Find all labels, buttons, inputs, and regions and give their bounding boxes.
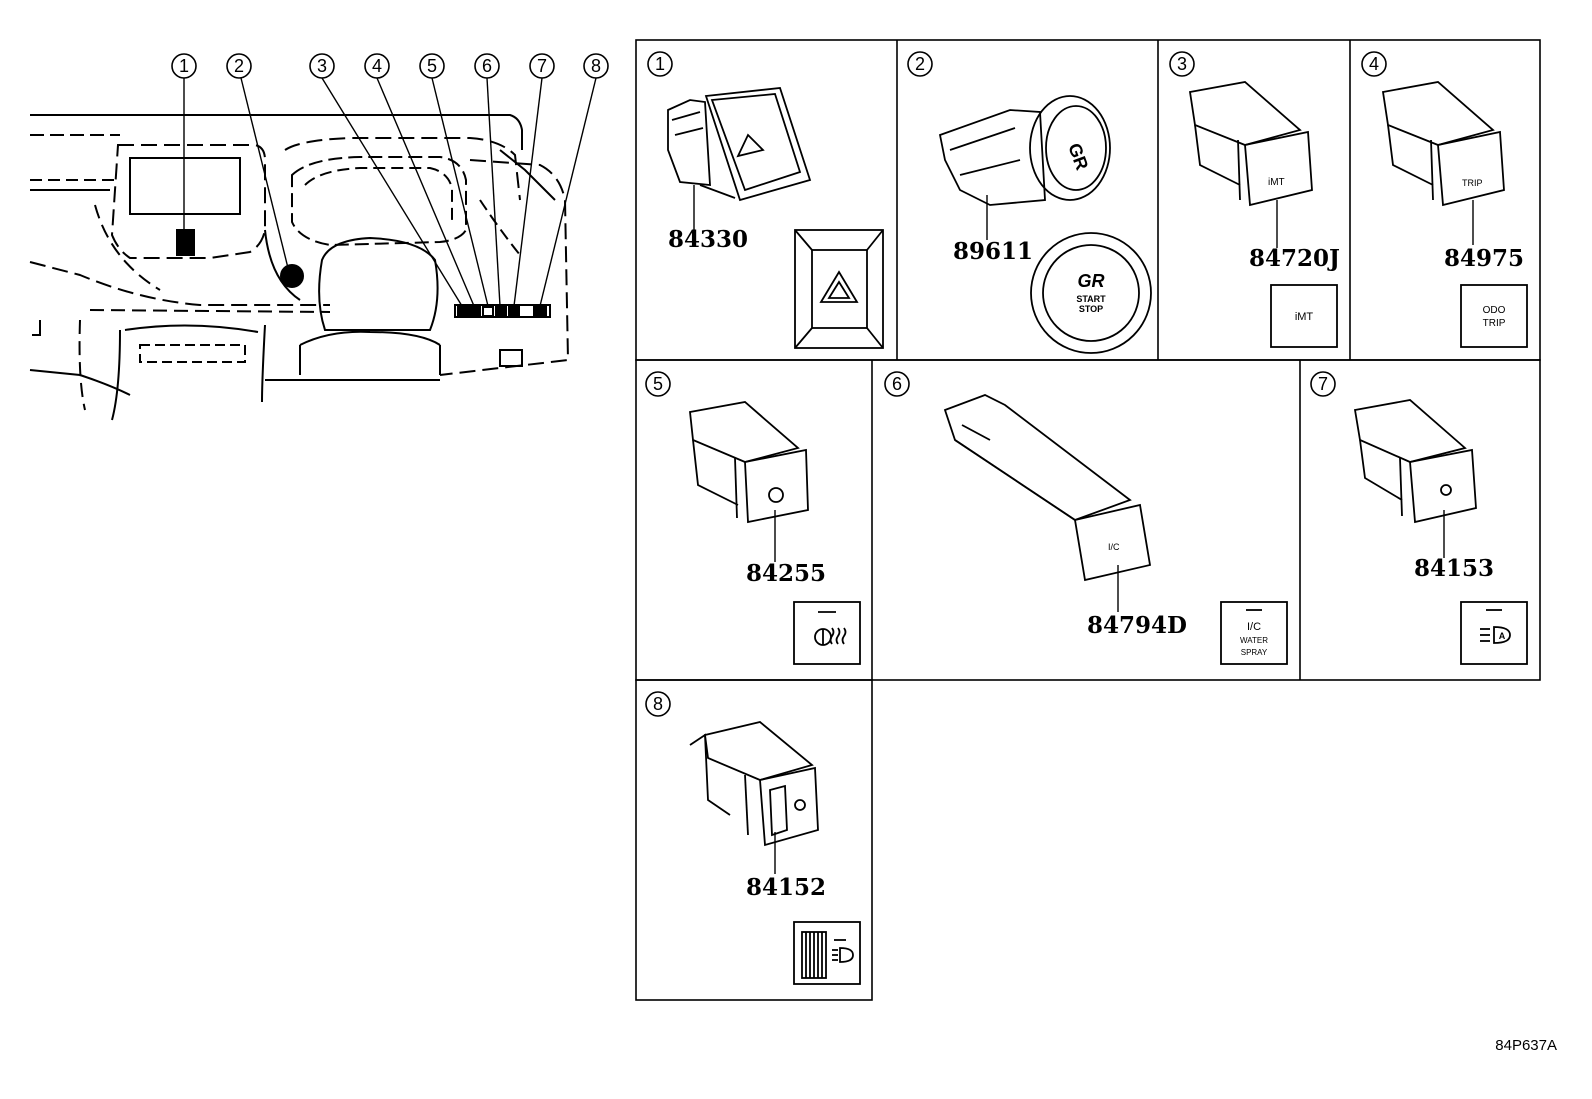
part-number-84794d: 84794D [1087,612,1187,639]
part-number-84330: 84330 [668,226,748,253]
callout-1-marker [176,229,195,256]
callout-2: 2 [226,53,252,79]
leader-lines [183,77,597,307]
odo-trip-label: ODO TRIP [1460,284,1528,348]
svg-text:iMT: iMT [1295,311,1314,323]
panel-8: 8 84152 [645,691,861,985]
ic-water-spray-switch-drawing: I/C [943,394,1152,582]
part-number-84152: 84152 [746,874,826,901]
panel-6: 6 I/C 84794D I/C WATER SPRAY [884,371,1288,665]
steering-heater-switch-drawing [689,401,809,524]
callout-7-marker [508,306,520,317]
headlight-leveling-icon [793,921,861,985]
svg-text:4: 4 [372,56,382,76]
panel-2: 2 GR 89611 GR START STOP [907,51,1152,354]
svg-text:SPRAY: SPRAY [1241,648,1268,657]
svg-text:GR: GR [1064,141,1092,173]
imt-switch-drawing: iMT [1188,81,1313,207]
svg-text:I/C: I/C [1108,542,1120,552]
part-number-84153: 84153 [1414,555,1494,582]
ic-water-spray-label: I/C WATER SPRAY [1220,601,1288,665]
svg-text:ODO: ODO [1483,305,1506,316]
steering-heater-icon [793,601,861,665]
auto-headlight-switch-drawing [1353,399,1477,524]
svg-text:5: 5 [427,56,437,76]
callout-6-marker [495,306,507,317]
auto-headlight-icon: A [1460,601,1528,665]
panel-1: 1 84330 [647,51,884,349]
svg-text:I/C: I/C [1247,621,1261,633]
svg-text:2: 2 [234,56,244,76]
callout-circles: 1 2 3 4 5 6 7 8 [171,53,609,79]
svg-text:3: 3 [1177,54,1187,74]
callout-8: 8 [583,53,609,79]
svg-text:7: 7 [537,56,547,76]
svg-text:TRIP: TRIP [1483,318,1506,329]
start-stop-icon: GR START STOP [1030,232,1152,354]
panel-4: 4 TRIP 84975 ODO TRIP [1361,51,1528,348]
svg-text:4: 4 [1369,54,1379,74]
callout-7: 7 [529,53,555,79]
panel-3: 3 iMT 84720J iMT [1169,51,1340,348]
hazard-switch-drawing [667,87,812,202]
part-number-84720j: 84720J [1249,245,1340,272]
start-stop-switch-drawing: GR [938,95,1111,206]
svg-text:WATER: WATER [1240,636,1268,645]
svg-text:GR: GR [1078,271,1105,291]
svg-text:7: 7 [1318,374,1328,394]
svg-text:1: 1 [179,56,189,76]
callout-2-marker [280,264,304,288]
callout-6: 6 [474,53,500,79]
svg-text:3: 3 [317,56,327,76]
svg-text:iMT: iMT [1268,177,1285,188]
svg-text:5: 5 [653,374,663,394]
svg-text:STOP: STOP [1079,304,1103,314]
callout-1: 1 [171,53,197,79]
odo-trip-switch-drawing: TRIP [1381,81,1505,207]
part-number-89611: 89611 [953,238,1033,265]
svg-text:6: 6 [892,374,902,394]
callout-8-marker [533,306,547,317]
panel-5: 5 84255 [645,371,861,665]
svg-text:A: A [1499,631,1506,641]
callout-5-marker [482,306,494,317]
callout-5: 5 [419,53,445,79]
hazard-icon [794,229,884,349]
panel-grid [635,39,1541,1001]
callout-3-marker [457,306,469,317]
reference-code: 84P637A [1495,1037,1557,1054]
svg-text:8: 8 [591,56,601,76]
svg-text:2: 2 [915,54,925,74]
part-number-84255: 84255 [746,560,826,587]
callout-4-marker [469,306,481,317]
callout-3: 3 [309,53,335,79]
callout-4: 4 [364,53,390,79]
svg-text:6: 6 [482,56,492,76]
imt-label: iMT [1270,284,1338,348]
headlight-leveling-switch-drawing [689,721,819,847]
svg-text:8: 8 [653,694,663,714]
svg-text:TRIP: TRIP [1462,178,1483,188]
part-number-84975: 84975 [1444,245,1524,272]
svg-text:START: START [1076,294,1106,304]
dashboard-overview: 1 2 3 4 5 6 7 8 [29,53,609,421]
svg-text:1: 1 [655,54,665,74]
panel-7: 7 84153 A [1310,371,1528,665]
